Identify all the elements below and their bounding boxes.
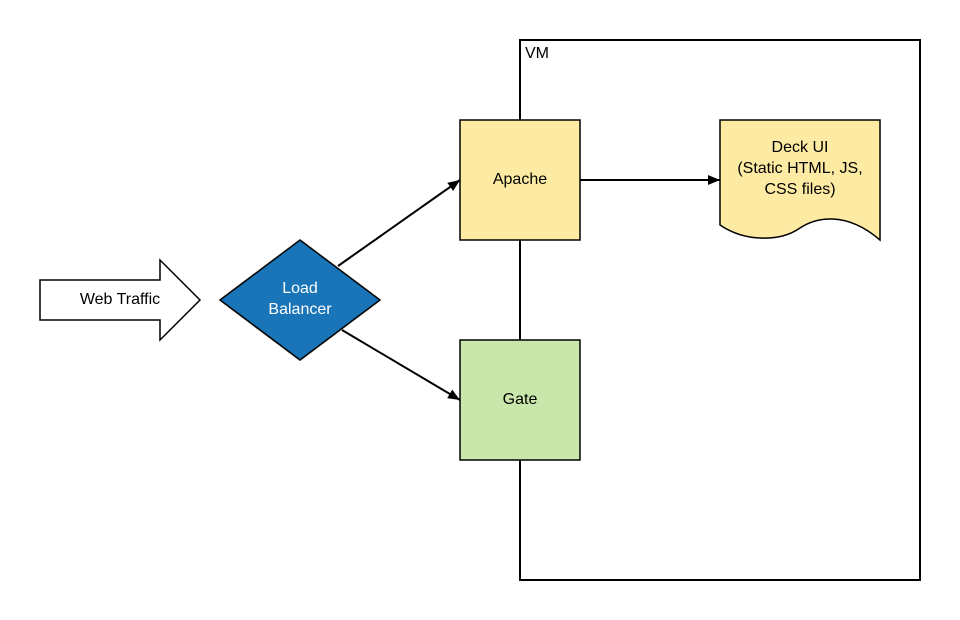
apache-label: Apache — [493, 171, 547, 188]
gate-label: Gate — [503, 391, 538, 408]
deck-ui-label-line2: (Static HTML, JS, — [737, 160, 862, 177]
web-traffic-node: Web Traffic — [39, 258, 202, 342]
load-balancer-label-line2: Balancer — [268, 301, 332, 318]
apache-box — [459, 119, 581, 241]
gate-node: Gate — [459, 339, 581, 461]
web-traffic-arrow-shape — [39, 258, 202, 342]
edge-load-balancer-to-gate — [341, 329, 461, 401]
deck-ui-label-line3: CSS files) — [764, 181, 835, 198]
deck-ui-label-line1: Deck UI — [772, 139, 829, 156]
deck-ui-document-icon — [719, 119, 881, 242]
deck-ui-node: Deck UI (Static HTML, JS, CSS files) — [719, 119, 881, 242]
load-balancer-node: Load Balancer — [218, 239, 382, 361]
gate-box — [459, 339, 581, 461]
load-balancer-diamond — [218, 239, 382, 361]
web-traffic-label: Web Traffic — [80, 291, 160, 308]
vm-label: VM — [525, 45, 549, 62]
apache-node: Apache — [459, 119, 581, 241]
edge-load-balancer-to-apache — [337, 179, 461, 267]
load-balancer-label-line1: Load — [282, 280, 318, 297]
